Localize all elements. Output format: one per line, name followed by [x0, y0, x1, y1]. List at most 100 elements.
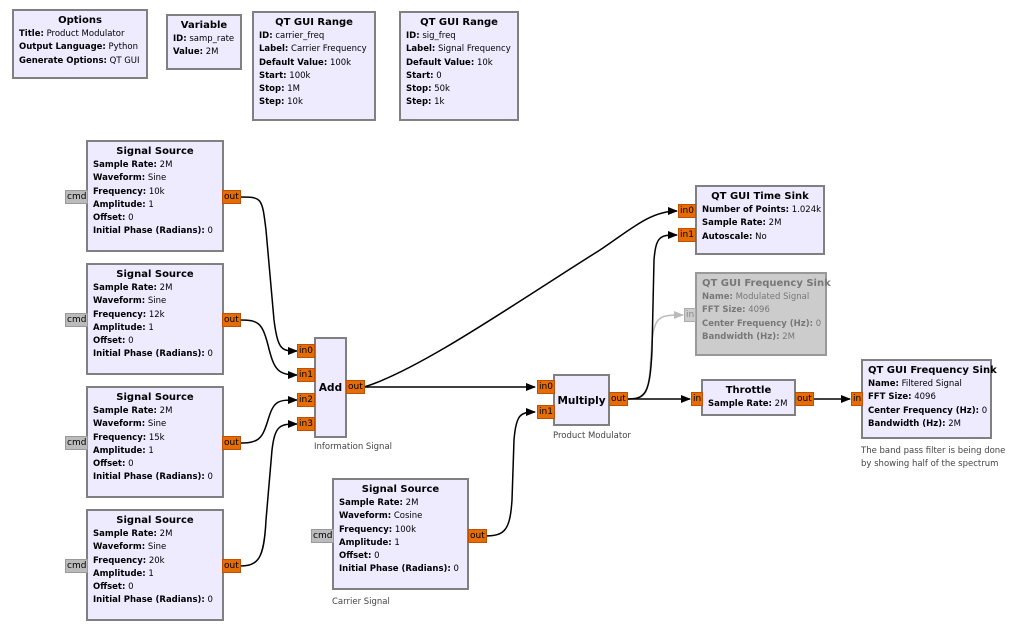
- param-row: Initial Phase (Radians): 0: [93, 595, 213, 606]
- param-row: Offset: 0: [93, 459, 134, 470]
- param-row: Sample Rate: 2M: [708, 399, 788, 409]
- signal-source-block-2[interactable]: Signal Source Sample Rate: 2M Waveform: …: [86, 263, 224, 375]
- in0-port[interactable]: in0: [537, 380, 555, 394]
- param-row: Center Frequency (Hz): 0: [868, 405, 988, 416]
- qt-gui-frequency-sink-modulated-block[interactable]: QT GUI Frequency Sink Name: Modulated Si…: [695, 272, 831, 356]
- param-row: Center Frequency (Hz): 0: [702, 318, 822, 329]
- multiply-comment: Product Modulator: [553, 431, 631, 441]
- param-stop: Stop: 1M: [259, 84, 300, 95]
- param-row: Number of Points: 1.024k: [702, 205, 822, 215]
- param-row: Amplitude: 1: [93, 445, 154, 456]
- param-row: Initial Phase (Radians): 0: [93, 472, 213, 483]
- in1-port[interactable]: in1: [678, 228, 696, 242]
- carrier-comment: Carrier Signal: [332, 597, 390, 607]
- param-label: Label: Signal Frequency: [406, 44, 511, 55]
- add-block[interactable]: Add: [314, 337, 347, 438]
- qt-gui-range-sig-block[interactable]: QT GUI Range ID: sig_freq Label: Signal …: [399, 11, 519, 121]
- param-row: Sample Rate: 2M: [93, 283, 173, 293]
- multiply-block[interactable]: Multiply: [553, 374, 610, 426]
- in-port[interactable]: in: [851, 392, 864, 406]
- cmd-port[interactable]: cmd: [65, 313, 89, 327]
- param-row: Sample Rate: 2M: [93, 529, 173, 539]
- param-default-value: Default Value: 10k: [406, 57, 493, 68]
- in0-port[interactable]: in0: [678, 204, 696, 218]
- param-row: Frequency: 12k: [93, 309, 165, 320]
- param-row: Waveform: Sine: [93, 419, 167, 430]
- param-row: Offset: 0: [93, 582, 134, 593]
- signal-source-block-1[interactable]: Signal Source Sample Rate: 2M Waveform: …: [86, 140, 224, 252]
- qt-gui-frequency-sink-filtered-block[interactable]: QT GUI Frequency Sink Name: Filtered Sig…: [861, 359, 997, 439]
- qt-gui-time-sink-block[interactable]: QT GUI Time Sink Number of Points: 1.024…: [695, 185, 825, 255]
- freq-sink-comment-line-2: by showing half of the spectrum: [861, 459, 999, 469]
- param-title: Title: Product Modulator: [19, 29, 125, 39]
- param-row: Sample Rate: 2M: [93, 160, 173, 170]
- wire-src2-to-add-in1[interactable]: [238, 319, 298, 379]
- out-port[interactable]: out: [609, 392, 628, 406]
- out-port[interactable]: out: [222, 559, 241, 573]
- out-port[interactable]: out: [795, 392, 814, 406]
- out-port[interactable]: out: [346, 380, 365, 394]
- param-row: Bandwidth (Hz): 2M: [868, 418, 961, 429]
- in1-port[interactable]: in1: [297, 368, 315, 382]
- wire-src3-to-add-in2[interactable]: [238, 396, 298, 444]
- block-title: Variable: [180, 20, 228, 31]
- freq-sink-comment-line-1: The band pass filter is being done: [861, 446, 1006, 456]
- param-row: Sample Rate: 2M: [339, 498, 419, 508]
- out-port[interactable]: out: [222, 190, 241, 204]
- wire-carrier-to-multiply-in1[interactable]: [484, 408, 536, 537]
- param-row: FFT Size: 4096: [868, 392, 936, 403]
- qt-gui-range-carrier-block[interactable]: QT GUI Range ID: carrier_freq Label: Car…: [252, 11, 376, 121]
- cmd-port[interactable]: cmd: [65, 559, 89, 573]
- param-row: Frequency: 15k: [93, 432, 165, 443]
- options-block[interactable]: Options Title: Product Modulator Output …: [12, 9, 148, 79]
- param-id: ID: sig_freq: [406, 31, 456, 41]
- signal-source-block-3[interactable]: Signal Source Sample Rate: 2M Waveform: …: [86, 386, 224, 498]
- param-row: Amplitude: 1: [93, 568, 154, 579]
- param-step: Step: 1k: [406, 97, 445, 108]
- param-row: Waveform: Sine: [93, 542, 167, 553]
- param-row: Offset: 0: [93, 213, 134, 224]
- block-title: Signal Source: [116, 146, 194, 157]
- carrier-signal-source-block[interactable]: Signal Source Sample Rate: 2M Waveform: …: [332, 478, 469, 590]
- out-port[interactable]: out: [468, 529, 487, 543]
- block-title: QT GUI Range: [420, 17, 498, 28]
- block-title: Signal Source: [116, 515, 194, 526]
- wire-src4-to-add-in3[interactable]: [238, 420, 298, 567]
- param-row: Initial Phase (Radians): 0: [93, 349, 213, 360]
- param-row: Sample Rate: 2M: [93, 406, 173, 416]
- param-step: Step: 10k: [259, 97, 303, 108]
- in3-port[interactable]: in3: [297, 417, 315, 431]
- in1-port[interactable]: in1: [537, 405, 555, 419]
- cmd-port[interactable]: cmd: [65, 436, 89, 450]
- param-row: Waveform: Sine: [93, 173, 167, 184]
- param-id: ID: carrier_freq: [259, 31, 325, 41]
- param-row: Name: Modulated Signal: [702, 292, 810, 302]
- in2-port[interactable]: in2: [297, 393, 315, 407]
- out-port[interactable]: out: [222, 436, 241, 450]
- throttle-block[interactable]: Throttle Sample Rate: 2M: [701, 379, 796, 416]
- block-title: QT GUI Range: [275, 17, 353, 28]
- in-port[interactable]: in: [691, 392, 704, 406]
- param-row: Autoscale: No: [702, 231, 767, 242]
- signal-source-block-4[interactable]: Signal Source Sample Rate: 2M Waveform: …: [86, 509, 224, 621]
- wire-add-to-timesink-in0[interactable]: [363, 207, 678, 388]
- param-row: FFT Size: 4096: [702, 305, 770, 316]
- block-title: Signal Source: [116, 392, 194, 403]
- variable-block[interactable]: Variable ID: samp_rate Value: 2M: [166, 14, 242, 70]
- wire-multiply-to-freqsink-mod[interactable]: [626, 311, 684, 400]
- block-title: QT GUI Frequency Sink: [702, 278, 831, 289]
- add-comment: Information Signal: [314, 442, 393, 452]
- param-row: Offset: 0: [339, 551, 380, 562]
- in0-port[interactable]: in0: [297, 344, 315, 358]
- param-row: Amplitude: 1: [93, 322, 154, 333]
- param-row: Initial Phase (Radians): 0: [339, 564, 459, 575]
- block-title: Signal Source: [361, 484, 440, 495]
- out-port[interactable]: out: [222, 313, 241, 327]
- cmd-port[interactable]: cmd: [65, 190, 89, 204]
- wire-multiply-to-timesink-in1[interactable]: [626, 231, 678, 400]
- block-title: Add: [318, 382, 343, 394]
- in-port[interactable]: in: [684, 308, 697, 322]
- wire-src1-to-add-in0[interactable]: [238, 196, 298, 355]
- cmd-port[interactable]: cmd: [311, 529, 335, 543]
- param-row: Frequency: 20k: [93, 555, 165, 566]
